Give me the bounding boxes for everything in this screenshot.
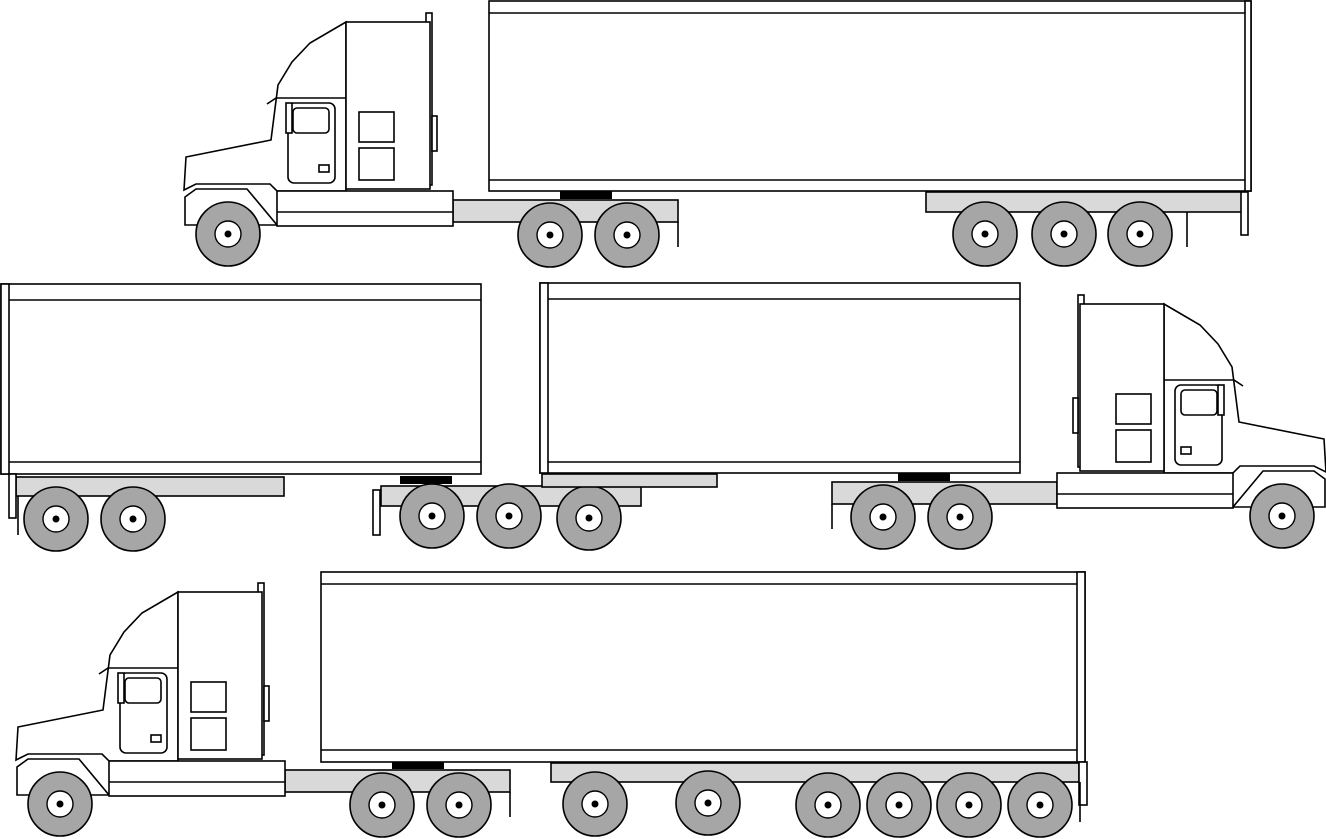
wheel — [23, 486, 89, 552]
trailer-2a — [0, 283, 482, 552]
wheel — [399, 483, 465, 549]
wheel — [952, 201, 1018, 267]
trailer-2b — [539, 282, 1021, 488]
wheel — [675, 770, 741, 836]
wheel — [1107, 201, 1173, 267]
wheel — [866, 772, 932, 838]
trailer-1 — [488, 0, 1252, 267]
wheel — [1031, 201, 1097, 267]
wheel — [100, 486, 166, 552]
truck-3 — [16, 571, 1088, 838]
wheel — [476, 483, 542, 549]
wheel — [556, 485, 622, 551]
trailer-3 — [320, 571, 1088, 838]
wheel — [1007, 772, 1073, 838]
wheel — [562, 771, 628, 837]
truck-2 — [0, 282, 1326, 552]
wheel — [795, 772, 861, 838]
truck-1 — [184, 0, 1252, 267]
dolly — [372, 476, 642, 551]
wheel — [936, 772, 1002, 838]
